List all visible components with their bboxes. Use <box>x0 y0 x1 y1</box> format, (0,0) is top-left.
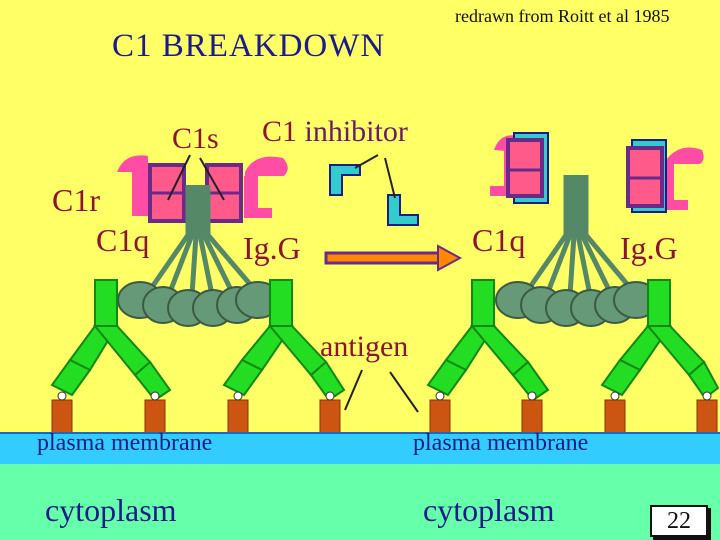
c1-complex-right <box>490 132 704 327</box>
label-c1r: C1r <box>52 182 100 218</box>
label-c1-inhibitor: C1 inhibitor <box>262 115 408 149</box>
label-igg-left: Ig.G <box>243 230 301 266</box>
antigens <box>51 399 718 435</box>
c1q-left-stalks <box>147 185 257 296</box>
c1q-right-stalks <box>525 175 634 296</box>
label-cytoplasm-left: cytoplasm <box>45 492 177 528</box>
igg-antibody-1 <box>50 279 172 402</box>
label-antigen: antigen <box>320 330 409 363</box>
c1q-right-heads <box>495 281 659 327</box>
c1r-left-b-foot <box>244 208 272 218</box>
c1r-left-a-foot <box>132 206 160 216</box>
label-c1s: C1s <box>172 122 219 155</box>
c1r-left-b-stem <box>244 176 258 216</box>
c1q-left-heads <box>117 281 281 327</box>
label-plasma-membrane-left: plasma membrane <box>37 430 213 456</box>
page-number-badge: 22 <box>650 505 708 537</box>
slide-title: C1 BREAKDOWN <box>112 28 386 64</box>
label-plasma-membrane-right: plasma membrane <box>413 430 589 456</box>
label-c1-inhibitor-c1: C1 <box>262 115 298 148</box>
c1r-left-a <box>117 155 148 172</box>
label-cytoplasm-right: cytoplasm <box>423 492 555 528</box>
igg-antibody-3 <box>426 279 550 402</box>
label-c1q-right: C1q <box>472 222 526 258</box>
igg-antibody-2 <box>222 279 346 402</box>
label-c1-inhibitor-word: inhibitor <box>304 115 408 148</box>
igg-antibody-4 <box>600 279 720 400</box>
source-credit: redrawn from Roitt et al 1985 <box>455 6 670 26</box>
c1s-right-box-a <box>506 138 544 198</box>
transition-arrow <box>324 244 463 272</box>
igg-antibodies <box>50 279 720 402</box>
c1r-right-b <box>666 147 704 164</box>
label-igg-right: Ig.G <box>620 230 678 266</box>
label-c1q-left: C1q <box>96 222 150 258</box>
c1r-left-b <box>245 156 288 176</box>
c1-complex-left <box>117 154 288 327</box>
c1r-left-a-stem <box>132 172 148 212</box>
c1-inhibitor-shapes <box>329 164 419 226</box>
cytoplasm-region <box>0 464 720 540</box>
